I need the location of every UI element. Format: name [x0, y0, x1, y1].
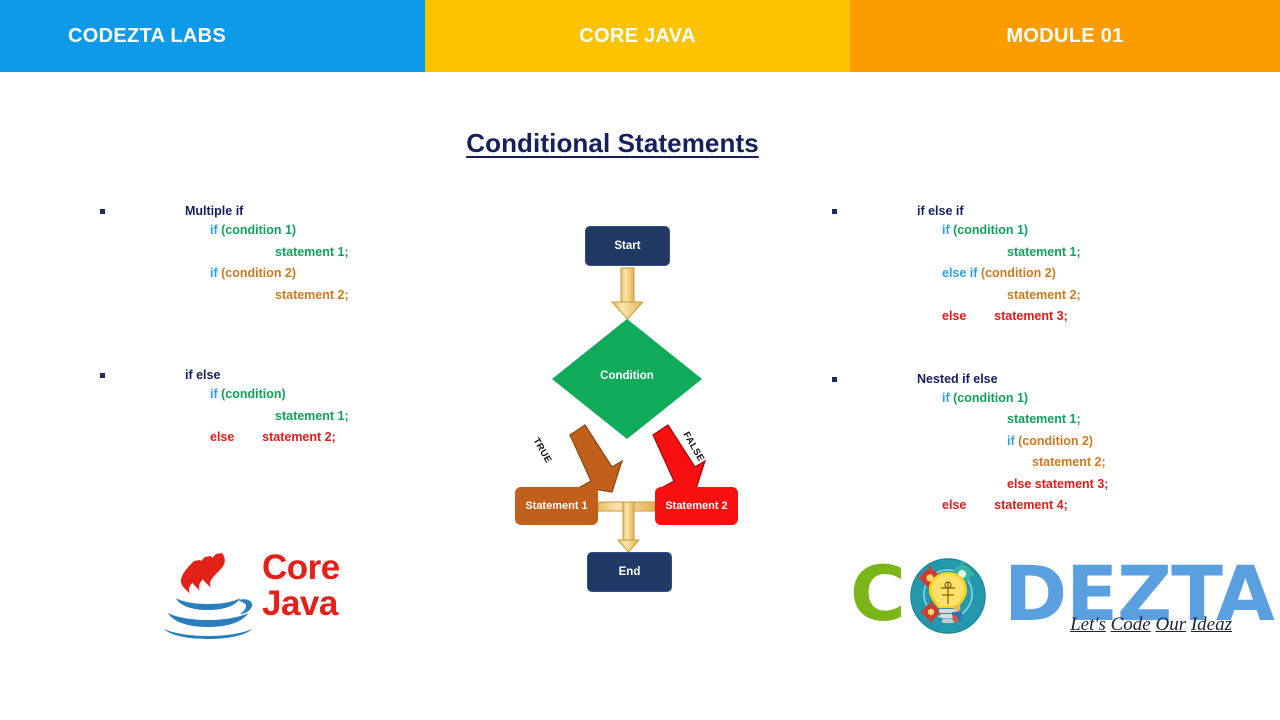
code-token: statement 3;	[994, 309, 1068, 323]
code-line: statement 1;	[100, 406, 460, 428]
flow-node-end: End	[587, 552, 672, 592]
code-token: statement 2;	[275, 287, 349, 302]
code-block: if else if if (condition 1) statement 1; el…	[832, 202, 1212, 328]
code-token: statement 4;	[994, 498, 1068, 512]
tagline-word: Code	[1110, 614, 1151, 635]
code-token: else if	[942, 266, 981, 280]
code-token: statement 2;	[262, 430, 336, 444]
core-java-logo-icon	[164, 553, 253, 639]
header-module-segment: MODULE 01	[850, 0, 1280, 72]
code-token: (condition 1)	[953, 223, 1029, 237]
header-brand-segment: CODEZTA LABS	[0, 0, 425, 72]
bullet-square-icon	[100, 373, 105, 378]
code-line: statement 2;	[832, 285, 1212, 307]
code-token	[966, 498, 994, 512]
code-token: if	[210, 223, 222, 237]
code-token	[234, 430, 262, 444]
code-token: else statement 3;	[1007, 476, 1109, 491]
code-line: statement 1;	[100, 242, 460, 264]
header-course-segment: CORE JAVA	[425, 0, 850, 72]
code-token: statement 1;	[275, 244, 349, 259]
header-bar: CODEZTA LABS CORE JAVA MODULE 01	[0, 0, 1280, 72]
code-line: else statement 3;	[832, 306, 1212, 328]
java-wordmark-line2: Java	[262, 584, 338, 623]
tagline-word: Ideaz	[1190, 614, 1232, 635]
code-line: else if (condition 2)	[832, 263, 1212, 285]
tagline-word: Let's	[1070, 614, 1106, 635]
code-token: if	[942, 223, 954, 237]
flow-node-start: Start	[585, 226, 670, 266]
connector-statements-to-end	[597, 501, 656, 553]
code-block-heading: if else if	[917, 204, 964, 218]
bullet-square-icon	[832, 376, 837, 382]
code-line: if (condition 2)	[100, 263, 460, 285]
code-block-heading: if else	[185, 368, 221, 382]
code-token: statement 2;	[1032, 455, 1106, 469]
code-token: (condition 2)	[1018, 433, 1094, 448]
code-line: if (condition 1)	[100, 220, 460, 242]
java-wordmark-line1: Core	[262, 548, 340, 587]
true-branch-label: TRUE	[530, 436, 554, 466]
code-token: (condition)	[221, 387, 286, 401]
code-token: else	[942, 309, 967, 323]
flow-node-condition-label: Condition	[600, 370, 654, 382]
lightbulb-icon	[929, 572, 967, 623]
codezta-tagline: Let's Code Our Ideaz	[1022, 614, 1232, 636]
code-token: if	[210, 266, 222, 280]
core-java-wordmark: Core Java	[262, 550, 340, 622]
page-title: Conditional Statements	[466, 128, 759, 158]
true-arrow	[569, 424, 624, 493]
code-line: statement 1;	[832, 409, 1212, 431]
code-token: statement 2;	[1007, 287, 1081, 302]
code-token: statement 1;	[1007, 244, 1081, 259]
code-token: if	[1007, 433, 1019, 448]
flow-node-statement-1: Statement 1	[515, 487, 598, 525]
code-line: statement 1;	[832, 242, 1212, 264]
tagline-word: Our	[1155, 614, 1187, 635]
codezta-lightbulb-icon	[910, 558, 986, 634]
code-block: if else if (condition) statement 1; else st…	[100, 366, 460, 449]
bullet-square-icon	[832, 209, 837, 214]
code-token: statement 1;	[1007, 412, 1081, 426]
code-line: if (condition)	[100, 384, 460, 406]
code-token: else	[210, 430, 235, 444]
codezta-letter-c: C	[850, 549, 906, 638]
code-token: (condition 1)	[953, 390, 1029, 405]
codezta-wordmark: DEZTA	[1004, 549, 1275, 638]
code-token: (condition 2)	[221, 266, 297, 280]
code-token: if	[210, 387, 222, 401]
code-block: Multiple if if (condition 1) statement 1; i…	[100, 202, 460, 306]
code-line: if (condition 1)	[832, 220, 1212, 242]
code-token: (condition 1)	[221, 223, 297, 237]
false-branch-label: FALSE	[680, 430, 707, 464]
code-line: else statement 4;	[832, 495, 1212, 517]
codezta-logo: C DEZTA	[850, 549, 1275, 646]
bullet-square-icon	[100, 209, 105, 214]
connector-start-to-condition	[610, 267, 645, 320]
code-line: else statement 3;	[832, 474, 1212, 496]
person-icon	[952, 604, 962, 623]
code-line: else statement 2;	[100, 427, 460, 449]
code-token: (condition 2)	[980, 266, 1056, 280]
code-token	[966, 309, 994, 323]
code-block: Nested if else if (condition 1) statement …	[832, 370, 1212, 517]
java-steam-icon	[181, 553, 225, 594]
code-line: if (condition 1)	[832, 388, 1212, 410]
code-token: if	[942, 390, 954, 405]
code-token: else	[942, 498, 967, 512]
gear-icon-bottom	[920, 601, 942, 623]
java-cup-icon	[164, 598, 253, 639]
code-line: statement 2;	[100, 285, 460, 307]
code-line: statement 2;	[832, 452, 1212, 474]
code-token: statement 1;	[275, 408, 349, 423]
code-line: if (condition 2)	[832, 431, 1212, 453]
code-block-heading: Multiple if	[185, 204, 244, 218]
code-block-heading: Nested if else	[917, 371, 998, 386]
flow-node-statement-2: Statement 2	[655, 487, 738, 525]
